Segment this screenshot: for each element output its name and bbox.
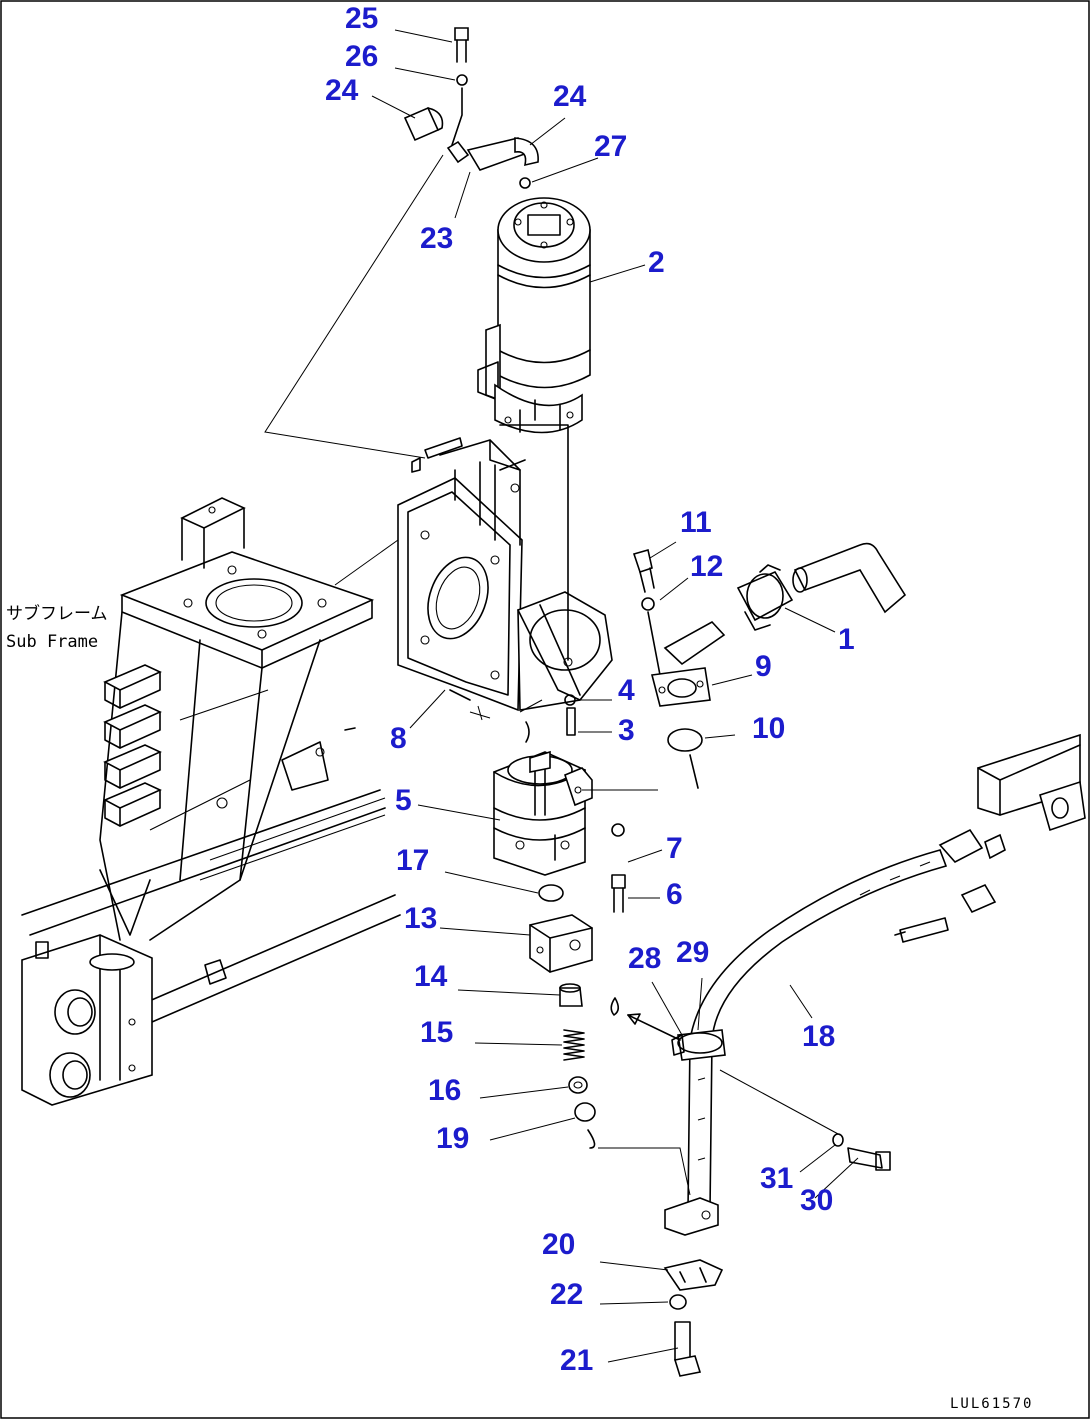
callout-2: 2 <box>648 246 665 279</box>
callout-4: 4 <box>618 674 635 707</box>
callout-22: 22 <box>550 1278 584 1311</box>
callout-11: 11 <box>680 506 712 539</box>
pump-assembly <box>264 154 907 1149</box>
callout-28: 28 <box>628 942 662 975</box>
callout-8: 8 <box>390 722 407 755</box>
suction-pipe <box>598 733 1086 1377</box>
sub-frame <box>21 497 401 1106</box>
callout-19: 19 <box>436 1122 470 1155</box>
callout-17: 17 <box>396 844 430 877</box>
callout-20: 20 <box>542 1228 576 1261</box>
callout-16: 16 <box>428 1074 462 1107</box>
callout-1: 1 <box>838 623 855 656</box>
callout-leaders <box>371 29 859 1363</box>
callout-26: 26 <box>345 40 379 73</box>
sub-frame-label-jp: サブフレーム <box>6 604 108 624</box>
callout-18: 18 <box>802 1020 836 1053</box>
callout-23: 23 <box>420 222 454 255</box>
callout-31: 31 <box>760 1162 794 1195</box>
callout-3: 3 <box>618 714 635 747</box>
callout-14: 14 <box>414 960 448 993</box>
motor <box>477 197 591 661</box>
callout-10: 10 <box>752 712 786 745</box>
callout-12: 12 <box>690 550 724 583</box>
callout-30: 30 <box>800 1184 834 1217</box>
callout-13: 13 <box>404 902 438 935</box>
sub-frame-label-en: Sub Frame <box>6 632 99 652</box>
top-hose-assembly <box>403 27 539 189</box>
callout-21: 21 <box>560 1344 594 1377</box>
callout-5: 5 <box>395 784 412 817</box>
callout-15: 15 <box>420 1016 454 1049</box>
callout-9: 9 <box>755 650 772 683</box>
callout-25: 25 <box>345 2 379 35</box>
callout-7: 7 <box>666 832 683 865</box>
callout-6: 6 <box>666 878 683 911</box>
callout-24-right: 24 <box>553 80 587 113</box>
callout-27: 27 <box>594 130 628 163</box>
callout-29: 29 <box>676 936 710 969</box>
mounting-bracket <box>397 437 613 712</box>
drawing-code: LUL61570 <box>950 1396 1034 1412</box>
callout-24-left: 24 <box>325 74 359 107</box>
